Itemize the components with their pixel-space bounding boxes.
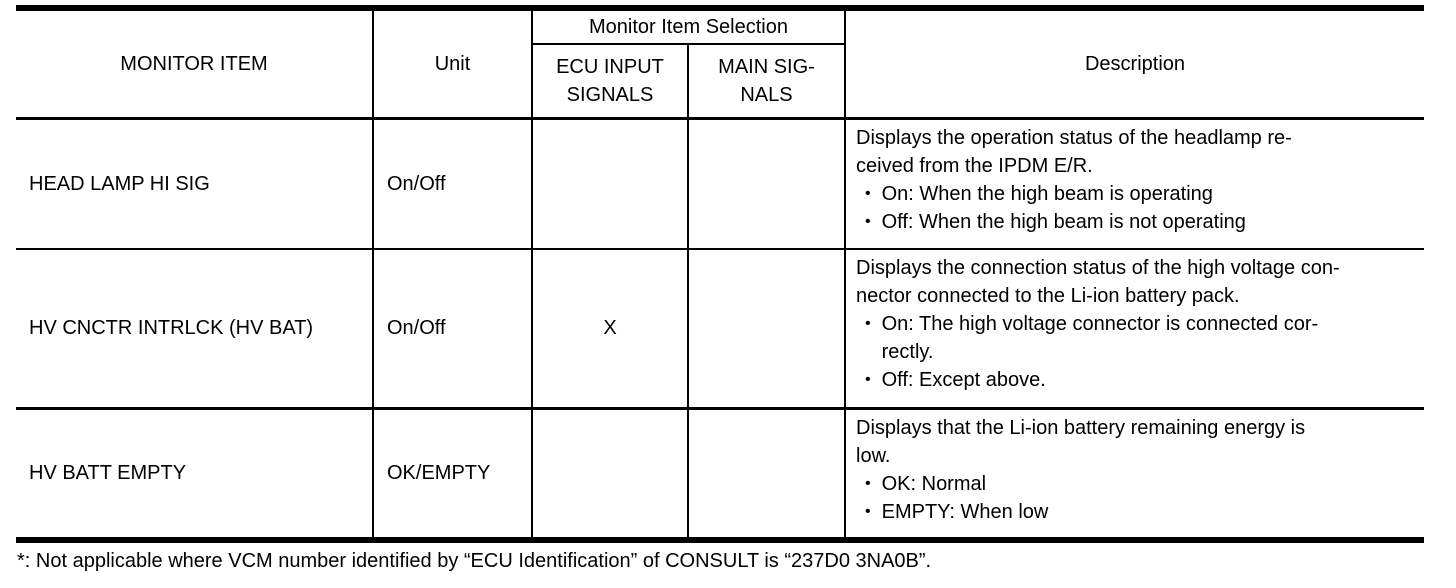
row2-description-cell: Displays the connection status of the hi…: [846, 250, 1424, 410]
description-bullet-list: • On: The high voltage connector is conn…: [856, 310, 1418, 394]
bullet-icon: •: [865, 475, 871, 492]
monitor-item-table: MONITOR ITEM Unit Monitor Item Selection…: [16, 5, 1424, 543]
row2-ecu-input-cell: X: [533, 250, 689, 410]
bullet-item: • OK: Normal: [856, 470, 1418, 498]
row3-ecu-input-cell: [533, 410, 689, 537]
row1-unit-cell: On/Off: [374, 120, 533, 250]
row1-description-cell: Displays the operation status of the hea…: [846, 120, 1424, 250]
bullet-item: • On: The high voltage connector is conn…: [856, 310, 1418, 366]
row2-unit-cell: On/Off: [374, 250, 533, 410]
description-intro: Displays the connection status of the hi…: [856, 257, 1340, 307]
row2-monitor-item-cell: HV CNCTR INTRLCK (HV BAT): [16, 250, 374, 410]
row1-monitor-item-cell: HEAD LAMP HI SIG: [16, 120, 374, 250]
description-intro: Displays that the Li-ion battery remaini…: [856, 417, 1306, 467]
bullet-icon: •: [865, 371, 871, 388]
monitor-item-selection-header-cell: Monitor Item Selection: [533, 11, 846, 45]
bullet-text: On: When the high beam is operating: [881, 183, 1213, 205]
bullet-icon: •: [865, 185, 871, 202]
bullet-icon: •: [865, 315, 871, 332]
row3-description-cell: Displays that the Li-ion battery remaini…: [846, 410, 1424, 537]
row3-unit-cell: OK/EMPTY: [374, 410, 533, 537]
row3-monitor-item-cell: HV BATT EMPTY: [16, 410, 374, 537]
bullet-icon: •: [865, 213, 871, 230]
bullet-text: OK: Normal: [881, 473, 987, 495]
description-bullet-list: • On: When the high beam is operating • …: [856, 180, 1418, 236]
bullet-text: EMPTY: When low: [881, 501, 1049, 523]
bullet-text: Off: Except above.: [881, 369, 1046, 391]
ecu-input-signals-header-cell: ECU INPUT SIGNALS: [533, 45, 689, 120]
bullet-text: On: The high voltage connector is connec…: [881, 313, 1319, 363]
row3-main-signals-cell: [689, 410, 846, 537]
row1-ecu-input-cell: [533, 120, 689, 250]
monitor-item-header-cell: MONITOR ITEM: [16, 11, 374, 120]
description-bullet-list: • OK: Normal • EMPTY: When low: [856, 470, 1418, 526]
row2-main-signals-cell: [689, 250, 846, 410]
bullet-icon: •: [865, 503, 871, 520]
main-signals-header-cell: MAIN SIG- NALS: [689, 45, 846, 120]
bullet-item: • On: When the high beam is operating: [856, 180, 1418, 208]
bullet-item: • EMPTY: When low: [856, 498, 1418, 526]
bullet-text: Off: When the high beam is not operating: [881, 211, 1246, 233]
description-intro: Displays the operation status of the hea…: [856, 127, 1292, 177]
row1-main-signals-cell: [689, 120, 846, 250]
table-footnote: *: Not applicable where VCM number ident…: [17, 550, 932, 572]
bullet-item: • Off: Except above.: [856, 366, 1418, 394]
description-header-cell: Description: [846, 11, 1424, 120]
bullet-item: • Off: When the high beam is not operati…: [856, 208, 1418, 236]
unit-header-cell: Unit: [374, 11, 533, 120]
